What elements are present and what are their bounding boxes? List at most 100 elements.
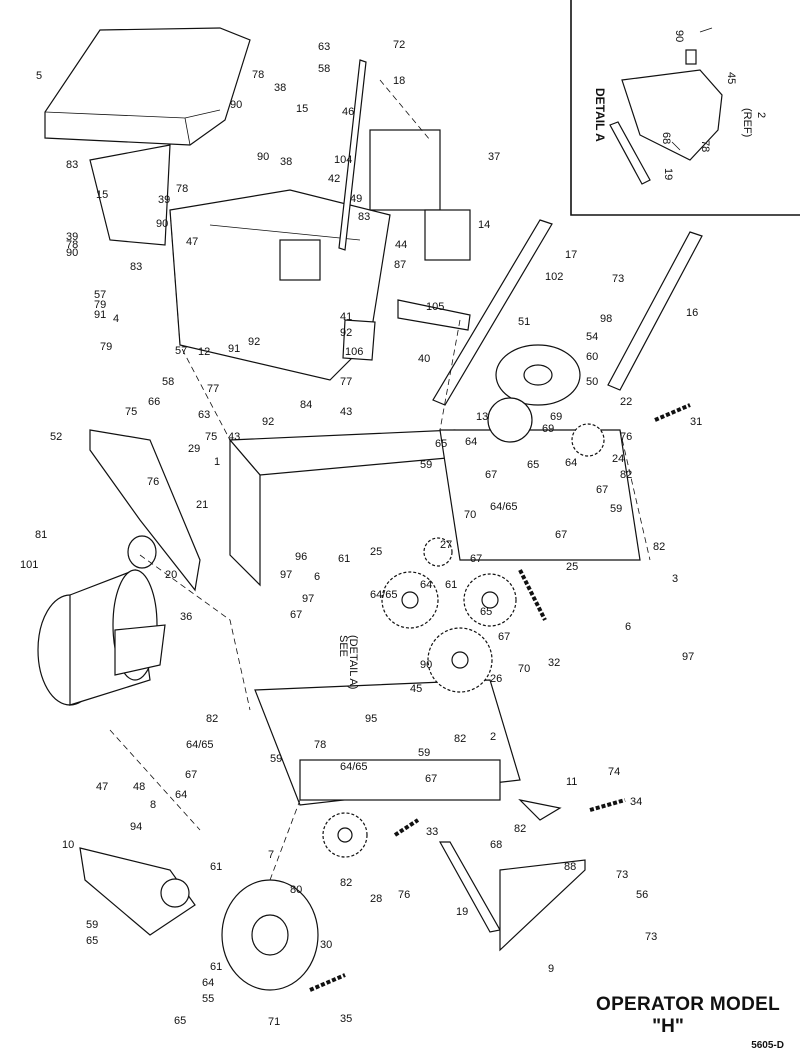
callout-57: 57 [94,289,106,301]
callout-55: 55 [202,993,214,1005]
detail-a-label: DETAIL A [593,88,607,142]
callout-74: 74 [608,766,620,778]
callout-11: 11 [566,776,577,788]
callout-28: 28 [370,893,382,905]
motor-part-36 [37,569,166,706]
callout-16: 16 [686,307,698,319]
callout-59: 59 [610,503,622,515]
callout-33: 33 [426,826,438,838]
callout-76: 76 [147,476,159,488]
callout-82: 82 [206,713,218,725]
callout-43: 43 [228,431,240,443]
callout-39: 39 [66,231,78,243]
title-line-2: "H" [652,1016,684,1037]
callout-68: 68 [660,132,672,144]
cover-part-5 [44,27,251,146]
callout-6: 6 [625,621,631,633]
callout-7: 7 [268,849,274,861]
callout-64: 64 [420,579,432,591]
callout-87: 87 [394,259,406,271]
callout-80: 80 [290,884,302,896]
callout-67: 67 [596,484,608,496]
callout-15: 15 [296,103,308,115]
callout-41: 41 [340,311,352,323]
callout-49: 49 [350,193,362,205]
callout-90: 90 [257,151,269,163]
callout-92: 92 [248,336,260,348]
callout-40: 40 [418,353,430,365]
callout-17: 17 [565,249,577,261]
callout-106: 106 [345,346,363,358]
callout-73: 73 [612,273,624,285]
callout-26: 26 [490,673,502,685]
sprockets [322,423,605,858]
callout-90: 90 [156,218,168,230]
see-label: SEE [337,635,349,657]
callout-70: 70 [518,663,530,675]
callout-2: 2 [755,112,767,118]
callout-82: 82 [454,733,466,745]
callout-69: 69 [550,411,562,423]
callout-79: 79 [100,341,112,353]
callout-83: 83 [130,261,142,273]
callout-14: 14 [478,219,490,231]
callout-67: 67 [498,631,510,643]
callout-54: 54 [586,331,598,343]
callout-32: 32 [548,657,560,669]
callout-64-65: 64/65 [370,589,398,601]
callout-6: 6 [314,571,320,583]
callout-19: 19 [662,168,674,180]
callout-61: 61 [210,861,222,873]
control-box [169,129,471,381]
callout-65: 65 [86,935,98,947]
callout-8: 8 [150,799,156,811]
callout-79: 79 [94,299,106,311]
pulleys [89,344,581,592]
callout-78: 78 [699,140,711,152]
callout-64-65: 64/65 [340,761,368,773]
callout-25: 25 [370,546,382,558]
callout-22: 22 [620,396,632,408]
callout-82: 82 [340,877,352,889]
callout-25: 25 [566,561,578,573]
callout-47: 47 [186,236,198,248]
callout-36: 36 [180,611,192,623]
callout-90: 90 [230,99,242,111]
detail-ref-label: (REF) [741,108,753,137]
flat-bars [89,144,586,952]
callout-4: 4 [113,313,119,325]
callout-59: 59 [418,747,430,759]
callout-13: 13 [476,411,488,423]
callout-24: 24 [612,453,624,465]
bracket-part-10 [79,847,196,936]
callout-21: 21 [196,499,208,511]
callout-46: 46 [342,106,354,118]
see-detail-label: (DETAIL A) [347,635,359,689]
callout-58: 58 [318,63,330,75]
callout-82: 82 [653,541,665,553]
callout-78: 78 [66,239,78,251]
callout-75: 75 [125,406,137,418]
side-plate-2 [254,679,521,806]
callout-104: 104 [334,154,352,166]
callout-91: 91 [228,343,240,355]
callout-59: 59 [86,919,98,931]
callout-67: 67 [470,553,482,565]
callout-38: 38 [280,156,292,168]
callout-58: 58 [162,376,174,388]
callout-5: 5 [36,70,42,82]
callout-67: 67 [290,609,302,621]
callout-73: 73 [645,931,657,943]
callout-51: 51 [518,316,530,328]
callout-39: 39 [158,194,170,206]
callout-97: 97 [280,569,292,581]
callout-67: 67 [185,769,197,781]
callout-labels: 5 63 72 58 18 78 38 90 15 46 83 104 37 9… [20,39,702,1028]
callout-43: 43 [340,406,352,418]
callout-30: 30 [320,939,332,951]
callout-76: 76 [398,889,410,901]
callout-72: 72 [393,39,405,51]
callout-64: 64 [175,789,187,801]
callout-65: 65 [480,606,492,618]
callout-92: 92 [340,327,352,339]
